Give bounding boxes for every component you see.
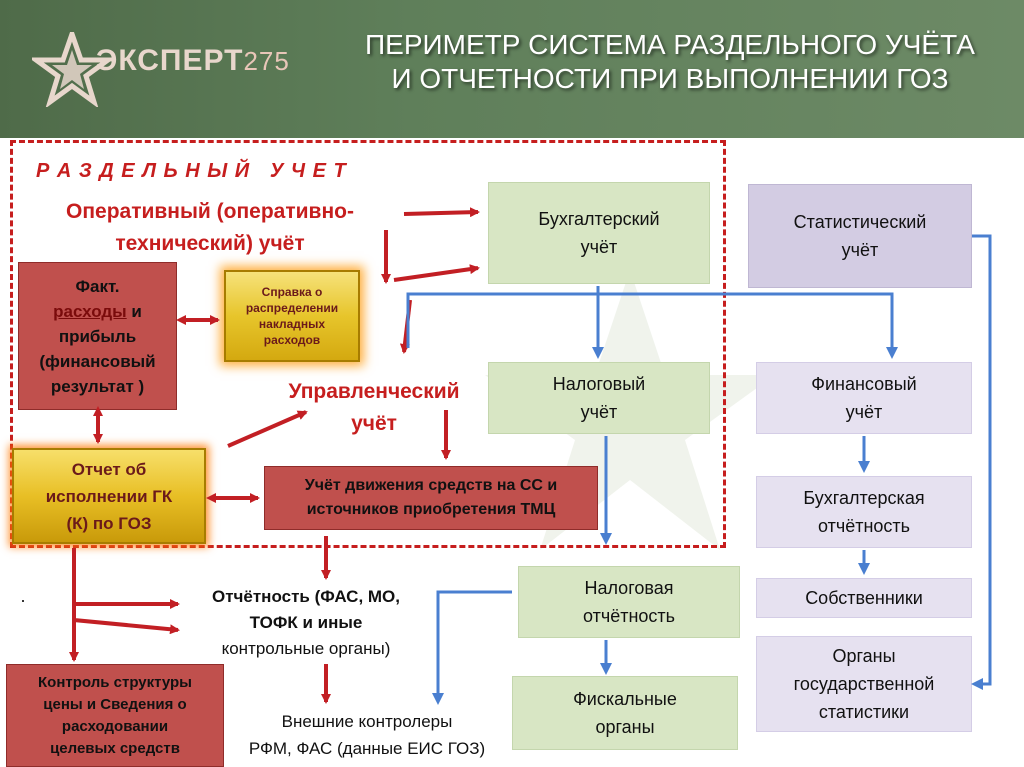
- managerial-line1: Управленческий: [288, 380, 460, 403]
- control-line3: расходовании: [61, 717, 169, 735]
- fas-line1: Отчётность (ФАС, МО,: [211, 587, 400, 606]
- logo-name: ЭКСПЕРТ: [96, 44, 244, 77]
- accounting-reporting-box: Бухгалтерская отчётность: [756, 476, 972, 548]
- spravka-line4: расходов: [263, 333, 321, 347]
- report-line2: исполнении ГК: [45, 486, 173, 506]
- control-line1: Контроль структуры: [38, 673, 192, 691]
- fact-line4: (финансовый: [39, 351, 156, 371]
- spravka-line2: распределении: [245, 301, 339, 315]
- acc-reporting-line1: Бухгалтерская: [803, 488, 925, 508]
- financial-line1: Финансовый: [811, 374, 917, 394]
- fas-line2: ТОФК и иные: [249, 613, 363, 632]
- page-title-line2: И ОТЧЕТНОСТИ ПРИ ВЫПОЛНЕНИИ ГОЗ: [391, 63, 949, 94]
- header-banner: ЭКСПЕРТ275 ПЕРИМЕТР СИСТЕМА РАЗДЕЛЬНОГО …: [0, 0, 1024, 138]
- accounting-box: Бухгалтерский учёт: [488, 182, 710, 284]
- statistical-accounting-box: Статистический учёт: [748, 184, 972, 288]
- tax-accounting-box: Налоговый учёт: [488, 362, 710, 434]
- external-controllers: Внешние контролеры РФМ, ФАС (данные ЕИС …: [222, 708, 512, 762]
- operative-accounting: Оперативный (оперативно- технический) уч…: [30, 196, 390, 260]
- accounting-line2: учёт: [580, 237, 618, 257]
- fact-expenses-box: Факт. расходы и прибыль (финансовый резу…: [18, 262, 177, 410]
- stray-dot: .: [20, 586, 26, 606]
- arrow-report-to-reporting: [72, 548, 180, 609]
- fact-line1: Факт.: [75, 276, 120, 296]
- managerial-accounting: Управленческий учёт: [256, 376, 492, 440]
- page-title-line1: ПЕРИМЕТР СИСТЕМА РАЗДЕЛЬНОГО УЧЁТА: [365, 29, 975, 60]
- owners-label: Собственники: [805, 588, 923, 608]
- arrow-taxrep-external: [432, 590, 512, 705]
- fiscal-line2: органы: [595, 717, 655, 737]
- red-arrows: [69, 207, 480, 704]
- control-bodies-reporting: Отчётность (ФАС, МО, ТОФК и иные контрол…: [186, 584, 426, 662]
- state-stats-line3: статистики: [818, 702, 910, 722]
- state-stats-line2: государственной: [793, 674, 935, 694]
- report-line1: Отчет об: [71, 459, 147, 479]
- report-line3: (К) по ГОЗ: [66, 513, 152, 533]
- statistical-line1: Статистический: [793, 212, 927, 232]
- managerial-line2: учёт: [351, 412, 397, 435]
- arrow-stat-to-state: [971, 234, 992, 690]
- movement-line2: источников приобретения ТМЦ: [306, 501, 556, 518]
- external-line1: Внешние контролеры: [281, 712, 453, 731]
- fact-line5: результат ): [50, 376, 145, 396]
- fact-expenses-link: расходы: [53, 301, 127, 321]
- statistical-line2: учёт: [841, 240, 879, 260]
- funds-movement-box: Учёт движения средств на СС и источников…: [264, 466, 598, 530]
- logo-text: ЭКСПЕРТ275: [96, 44, 290, 78]
- price-control-box: Контроль структуры цены и Сведения о рас…: [6, 664, 224, 767]
- arrow-report-managerial: [227, 410, 308, 448]
- state-stats-line1: Органы: [832, 646, 896, 666]
- logo: [32, 32, 116, 107]
- separate-accounting-frame: [10, 140, 726, 548]
- spravka-line3: накладных: [258, 317, 326, 331]
- contract-report-box: Отчет об исполнении ГК (К) по ГОЗ: [12, 448, 206, 544]
- external-line2: РФМ, ФАС (данные ЕИС ГОЗ): [248, 739, 486, 758]
- fact-line2b: и: [126, 301, 142, 321]
- operative-line1: Оперативный (оперативно-: [66, 200, 354, 223]
- fiscal-authorities-box: Фискальные органы: [512, 676, 738, 750]
- logo-number: 275: [243, 46, 290, 76]
- star-icon: [32, 32, 116, 107]
- arrow-report-to-control: [72, 604, 180, 635]
- tax-reporting-line1: Налоговая: [584, 578, 674, 598]
- fact-line3: прибыль: [58, 326, 137, 346]
- fas-line3: контрольные органы): [221, 639, 391, 658]
- acc-reporting-line2: отчётность: [817, 516, 911, 536]
- tax-reporting-line2: отчётность: [582, 606, 676, 626]
- owners-box: Собственники: [756, 578, 972, 618]
- spravka-line1: Справка о: [261, 285, 323, 299]
- state-statistics-box: Органы государственной статистики: [756, 636, 972, 732]
- tax-reporting-box: Налоговая отчётность: [518, 566, 740, 638]
- control-line4: целевых средств: [50, 739, 180, 757]
- accounting-line1: Бухгалтерский: [538, 209, 660, 229]
- tax-line1: Налоговый: [552, 374, 646, 394]
- blue-arrows: [406, 234, 992, 705]
- arrow-accounting-branch: [406, 292, 898, 359]
- fiscal-line1: Фискальные: [573, 689, 677, 709]
- tax-line2: учёт: [580, 402, 618, 422]
- financial-accounting-box: Финансовый учёт: [756, 362, 972, 434]
- movement-line1: Учёт движения средств на СС и: [304, 477, 558, 494]
- page-title: ПЕРИМЕТР СИСТЕМА РАЗДЕЛЬНОГО УЧЁТА И ОТЧ…: [340, 28, 1000, 96]
- arrow-operative-to-accounting: [403, 207, 480, 218]
- financial-line2: учёт: [845, 402, 883, 422]
- control-line2: цены и Сведения о: [43, 695, 187, 713]
- section-title: Р А З Д Е Л Ь Н Ы Й У Ч Е Т: [36, 160, 347, 182]
- arrow-to-accounting-mid: [393, 264, 480, 282]
- overhead-distribution-box: Справка о распределении накладных расход…: [224, 270, 360, 362]
- operative-line2: технический) учёт: [115, 232, 305, 255]
